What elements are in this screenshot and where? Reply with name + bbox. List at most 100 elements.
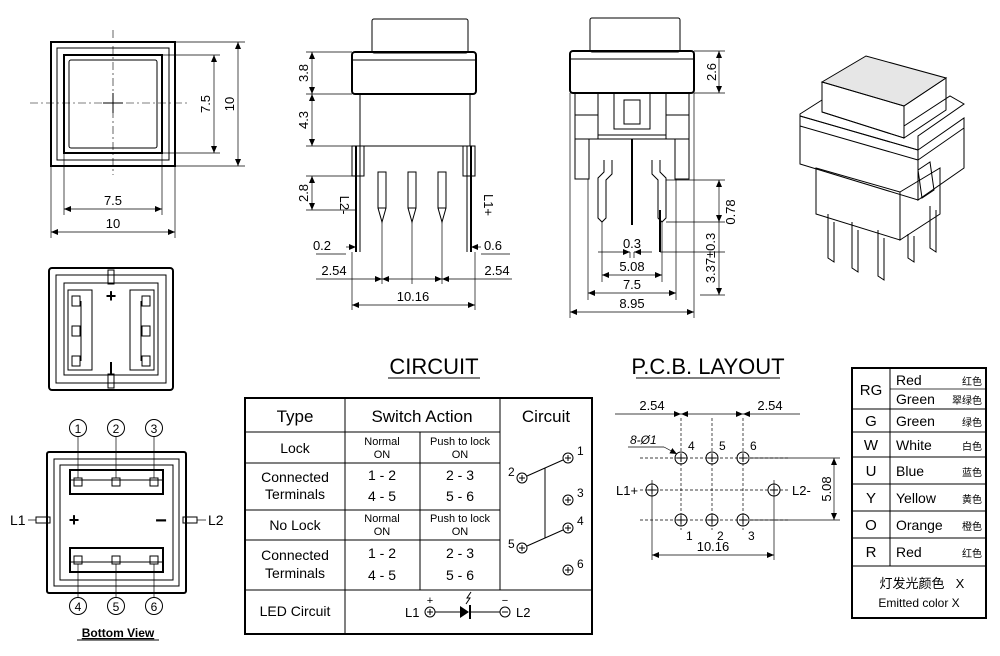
row-lock-term-normal-1: 1 - 2: [368, 467, 396, 483]
end-dim-width: 8.95: [619, 296, 644, 311]
color-footer-x: X: [956, 576, 965, 591]
node-4: 4: [577, 514, 584, 528]
color-code-rg: RG: [860, 382, 883, 399]
color-code-u: U: [866, 463, 877, 480]
color-r-en: Red: [896, 544, 922, 560]
color-y-cn: 黄色: [962, 493, 982, 506]
internal-plus: +: [106, 286, 117, 306]
led-l2-label: L2: [516, 605, 530, 620]
row-led-type: LED Circuit: [260, 603, 331, 619]
color-o-en: Orange: [896, 517, 943, 533]
pcb-dim-right: 2.54: [757, 398, 782, 413]
row-nolock-push-2: ON: [452, 526, 469, 538]
row-lock-push-2: ON: [452, 449, 469, 461]
color-rg-red-cn: 红色: [962, 375, 982, 388]
front-view: 7.5 10 7.5 10: [30, 30, 245, 238]
front-dim-bottom-inner: 7.5: [104, 193, 122, 208]
color-code-y: Y: [866, 490, 876, 507]
pin-label-4: 4: [75, 600, 82, 614]
led-symbol: L1 + − L2: [405, 591, 530, 620]
pin-label-3: 3: [151, 422, 158, 436]
side-dim-body: 4.3: [296, 111, 311, 129]
color-y-en: Yellow: [896, 490, 937, 506]
row-lock-type: Lock: [280, 440, 311, 456]
side-dim-pitch-right: 2.54: [484, 263, 509, 278]
row-lock-term-push-1: 2 - 3: [446, 467, 474, 483]
pcb-label-l1: L1+: [616, 483, 638, 498]
end-dim-offset: 0.78: [723, 199, 738, 224]
bottom-minus: −: [155, 510, 167, 532]
bottom-view: + − L1 L2 1 2 3 4 5 6 Bottom View: [10, 419, 224, 641]
header-type: Type: [277, 407, 314, 426]
row-nolock-normal-2: ON: [374, 526, 391, 538]
pin-label-1: 1: [75, 422, 82, 436]
row-nolock-term-push-1: 2 - 3: [446, 545, 474, 561]
side-dim-pitch-left: 2.54: [321, 263, 346, 278]
side-label-l2: L2-: [337, 196, 352, 215]
color-code-g: G: [865, 413, 877, 430]
pin-label-2: 2: [113, 422, 120, 436]
color-g-en: Green: [896, 413, 935, 429]
row-lock-term-type-2: Terminals: [265, 486, 325, 502]
node-1: 1: [577, 444, 584, 458]
color-code-w: W: [864, 437, 879, 454]
color-u-en: Blue: [896, 463, 924, 479]
end-dim-pin-thickness: 0.3: [623, 236, 641, 251]
led-minus: −: [502, 595, 508, 607]
color-code-o: O: [865, 517, 877, 534]
pcb-pin-4: 4: [688, 439, 695, 453]
bottom-plus: +: [69, 510, 80, 530]
node-2: 2: [508, 465, 515, 479]
side-dim-cap: 3.8: [296, 64, 311, 82]
side-dim-pin-right: 0.6: [484, 238, 502, 253]
side-view: 3.8 4.3 2.8 L2- L1+ 0.2 0.6 2.54 2.54 10…: [296, 18, 512, 310]
row-nolock-push-1: Push to lock: [430, 513, 490, 525]
row-nolock-term-push-2: 5 - 6: [446, 567, 474, 583]
row-lock-term-normal-2: 4 - 5: [368, 488, 396, 504]
led-plus: +: [427, 595, 433, 607]
end-view: 2.6 0.78 3.37±0.3 0.3 5.08 7.5 8.95: [569, 17, 738, 318]
row-lock-term-type-1: Connected: [261, 469, 329, 485]
front-dim-bottom-outer: 10: [106, 216, 120, 231]
color-rg-red: Red: [896, 372, 922, 388]
color-footer-cn: 灯发光颜色: [879, 576, 944, 591]
bottom-view-caption: Bottom View: [82, 626, 155, 640]
row-lock-normal-2: ON: [374, 449, 391, 461]
pcb-pin-2: 2: [717, 529, 724, 543]
row-nolock-term-normal-1: 1 - 2: [368, 545, 396, 561]
front-dim-inner: 7.5: [198, 95, 213, 113]
color-footer-en: Emitted color X: [878, 596, 959, 610]
color-table: RG Red 红色 Green 翠绿色 G Green 绿色 W White 白…: [851, 367, 987, 619]
internal-view: +: [48, 267, 174, 391]
end-dim-cap: 2.6: [704, 63, 719, 81]
node-3: 3: [577, 486, 584, 500]
bottom-label-l2: L2: [208, 512, 224, 528]
end-dim-pitch: 5.08: [619, 259, 644, 274]
pin-label-6: 6: [151, 600, 158, 614]
color-g-cn: 绿色: [962, 416, 982, 429]
circuit-table: Type Switch Action Circuit Lock Normal O…: [244, 397, 593, 635]
header-circuit: Circuit: [522, 407, 570, 426]
node-5: 5: [508, 537, 515, 551]
circuit-title: CIRCUIT: [389, 354, 478, 379]
led-l1-label: L1: [405, 605, 419, 620]
pcb-pin-6: 6: [750, 439, 757, 453]
isometric-view: [799, 55, 965, 281]
row-nolock-term-type-1: Connected: [261, 547, 329, 563]
color-rg-green-cn: 翠绿色: [952, 394, 982, 407]
row-nolock-term-type-2: Terminals: [265, 565, 325, 581]
pcb-dim-total: 10.16: [697, 539, 730, 554]
side-label-l1: L1+: [481, 194, 496, 216]
pin-label-5: 5: [113, 600, 120, 614]
row-nolock-normal-1: Normal: [364, 513, 399, 525]
pcb-layout: 2.54 2.54 8-Ø1 4 5 6 1 2 3 L1+ L2- 5.08 …: [615, 398, 840, 560]
pcb-hole-spec: 8-Ø1: [630, 433, 657, 447]
switch-schematic: 1 2 3 4 5 6: [508, 444, 584, 576]
color-code-r: R: [866, 544, 877, 561]
row-nolock-type: No Lock: [269, 517, 321, 533]
end-dim-body: 7.5: [623, 277, 641, 292]
color-w-en: White: [896, 437, 932, 453]
node-6: 6: [577, 557, 584, 571]
front-dim-outer: 10: [222, 97, 237, 111]
side-dim-total: 10.16: [397, 289, 430, 304]
